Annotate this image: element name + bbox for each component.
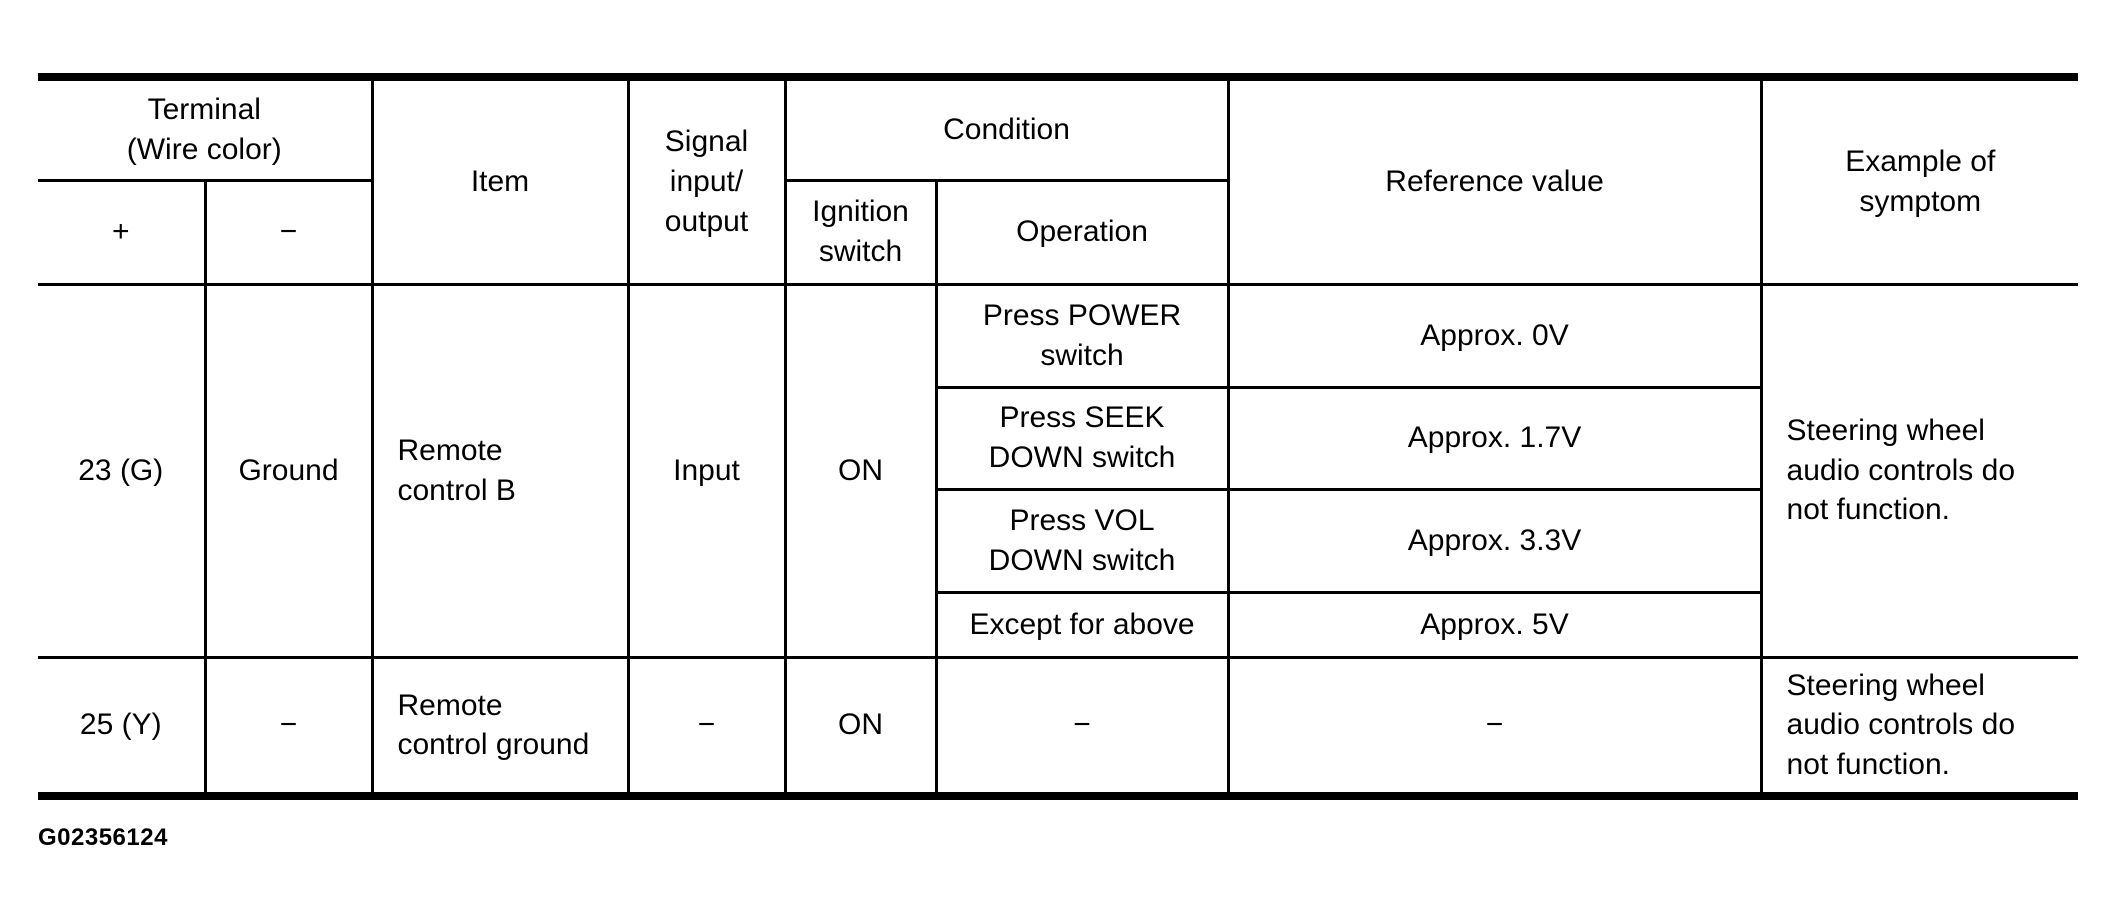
cell-reference-value: Approx. 0V <box>1226 282 1763 389</box>
header-item: Item <box>370 75 630 286</box>
cell-terminal-minus: Ground <box>203 282 374 659</box>
cell-signal: − <box>626 655 787 798</box>
cell-item: Remote control ground <box>370 655 630 798</box>
cell-ignition-switch: ON <box>783 655 938 798</box>
header-signal-input-output: Signal input/ output <box>626 75 787 286</box>
cell-operation: Press VOL DOWN switch <box>934 487 1230 594</box>
cell-terminal-plus: 23 (G) <box>36 282 207 659</box>
header-terminal-plus: + <box>36 178 207 286</box>
cell-terminal-minus: − <box>203 655 374 798</box>
cell-example-of-symptom: Steering wheel audio controls do not fun… <box>1759 282 2080 659</box>
cell-signal: Input <box>626 282 787 659</box>
header-condition: Condition <box>783 75 1230 182</box>
table-row: Press SEEK DOWN switch Approx. 1.7V <box>38 385 2078 491</box>
cell-reference-value: − <box>1226 655 1763 798</box>
header-terminal-wire-color: Terminal (Wire color) <box>36 75 374 182</box>
cell-example-of-symptom: Steering wheel audio controls do not fun… <box>1759 655 2080 798</box>
figure-id: G02356124 <box>38 824 168 851</box>
table-row: 23 (G) Ground Remote control B Input ON … <box>36 282 2080 659</box>
header-terminal-minus: − <box>203 178 374 286</box>
cell-operation: Press SEEK DOWN switch <box>934 385 1230 491</box>
header-ignition-switch: Ignition switch <box>783 178 938 286</box>
cell-reference-value: Approx. 1.7V <box>1226 385 1763 491</box>
header-reference-value: Reference value <box>1226 75 1763 286</box>
cell-operation: − <box>934 655 1230 798</box>
table-row: 25 (Y) − Remote control ground − ON − − … <box>36 655 2080 798</box>
cell-operation: Press POWER switch <box>934 282 1230 389</box>
cell-operation: Except for above <box>934 590 1230 659</box>
table-row: Press VOL DOWN switch Approx. 3.3V <box>38 487 2078 594</box>
terminal-reference-table: Terminal (Wire color) Item Signal input/… <box>36 73 2080 800</box>
header-example-of-symptom: Example of symptom <box>1759 75 2080 286</box>
table-row: Except for above Approx. 5V <box>38 590 2078 659</box>
cell-item: Remote control B <box>370 282 630 659</box>
cell-terminal-plus: 25 (Y) <box>36 655 207 798</box>
cell-reference-value: Approx. 3.3V <box>1226 487 1763 594</box>
cell-ignition-switch: ON <box>783 282 938 659</box>
header-operation: Operation <box>934 178 1230 286</box>
cell-reference-value: Approx. 5V <box>1226 590 1763 659</box>
